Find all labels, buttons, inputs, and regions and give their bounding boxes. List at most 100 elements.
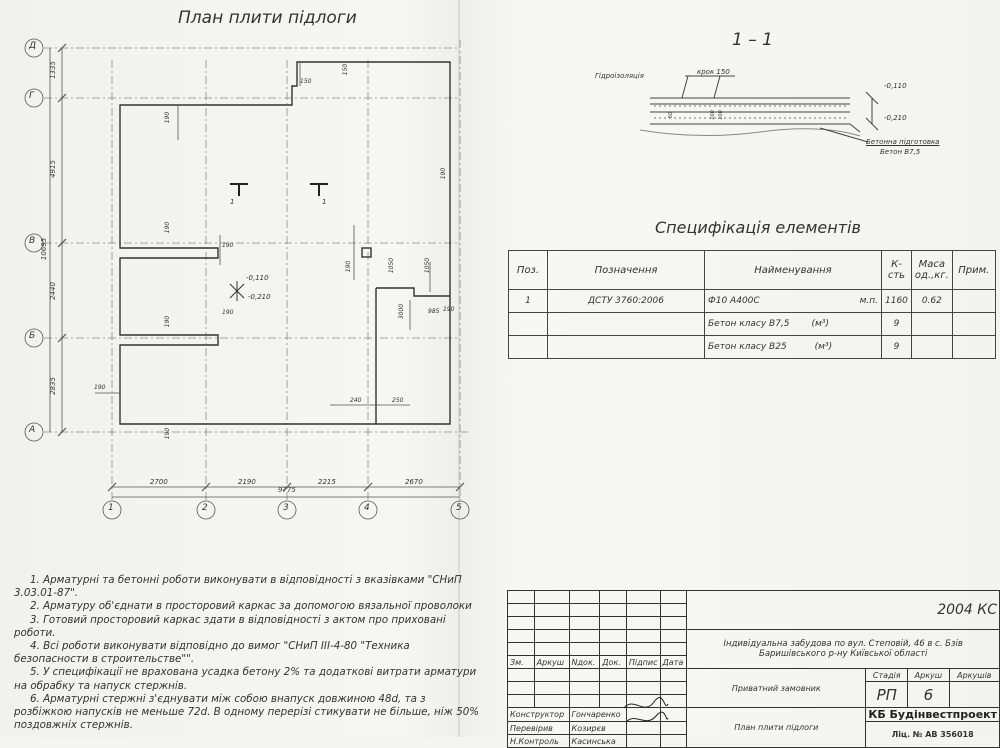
axis-label-3: 3 (283, 503, 289, 513)
spec-row: Бетон класу В25 (м³) 9 (508, 335, 996, 359)
spec-header-name: Найменування (704, 250, 882, 290)
section-mark-number: 1 (322, 198, 327, 206)
spec-name-text: Ф10 А400С (708, 296, 760, 306)
role-norm-control: Н.Контроль (507, 734, 570, 748)
spec-cell-qty: 9 (881, 312, 912, 336)
stage-header: Стадія (865, 668, 909, 682)
elevation-top: -0,110 (884, 82, 907, 90)
dim-inner: 1050 (424, 257, 432, 274)
spec-cell-pos (508, 335, 548, 359)
dim-inner: 190 (222, 242, 234, 249)
spec-cell-designation (547, 312, 705, 336)
sheets-value (948, 681, 1000, 708)
spec-name-text: Бетон класу В25 (708, 342, 787, 352)
axis-label-b: Б (29, 331, 36, 341)
dim-bottom-3: 2215 (318, 478, 336, 486)
dim-inner: 250 (392, 397, 404, 404)
elevation-2: -0,210 (248, 293, 271, 301)
change-header: Дата (659, 655, 688, 669)
organization-logo: КБ Будінвестпроект (865, 707, 1000, 722)
general-notes: 1. Арматурні та бетонні роботи виконуват… (14, 574, 484, 732)
sheets-header: Аркушів (948, 668, 1000, 682)
dim-inner: 190 (443, 306, 455, 313)
stage-value: РП (865, 681, 909, 708)
spec-cell-name: Бетон класу В25 (м³) (704, 335, 882, 359)
dim-vertical-3: 2440 (48, 282, 57, 300)
change-header: Док. (599, 655, 627, 669)
note-6: 6. Арматурні стержні з'єднувати між собо… (14, 692, 480, 732)
title-block: 2004 КС Індивідуальна забудова по вул. С… (507, 590, 1000, 748)
section-dim: 100 (717, 110, 724, 120)
spec-cell-note (951, 312, 996, 336)
axis-label-1: 1 (108, 503, 114, 513)
spec-cell-mass: 0.62 (910, 289, 953, 313)
change-header: Аркуш (533, 655, 570, 669)
spec-title: Специфікація елементів (655, 218, 861, 237)
customer: Приватний замовник (686, 668, 867, 708)
paper-fold (458, 0, 460, 737)
base-label: Бетонна підготовка (866, 138, 940, 146)
axis-label-4: 4 (364, 503, 370, 513)
note-1: 1. Арматурні та бетонні роботи виконуват… (14, 574, 462, 600)
dim-inner: 190 (440, 167, 448, 180)
spec-unit-text: (м³) (811, 319, 829, 329)
spec-unit-text: (м³) (814, 342, 833, 352)
elevation-bottom: -0,210 (884, 114, 907, 122)
spec-cell-pos: 1 (508, 289, 548, 313)
plan-title: План плити підлоги (178, 8, 357, 28)
dim-inner: 190 (164, 111, 172, 124)
dim-inner: 240 (350, 397, 362, 404)
dim-inner: 985 (428, 308, 440, 315)
signatures (623, 697, 669, 723)
dim-inner: 190 (94, 384, 106, 391)
dim-vertical-total: 10695 (40, 237, 49, 261)
section-dim: 100 (709, 110, 716, 120)
note-2: 2. Арматуру об'єднати в просторовий карк… (30, 600, 472, 613)
dim-inner: 3000 (398, 303, 406, 320)
axis-label-2: 2 (202, 503, 208, 513)
dim-vertical-4: 2835 (48, 377, 57, 395)
role-checker: Перевірив (507, 721, 570, 735)
drawing-name: План плити підлоги (686, 707, 867, 748)
sheet-value: 6 (907, 681, 950, 708)
change-header: Підпис (625, 655, 661, 669)
dim-bottom-2: 2190 (238, 478, 256, 486)
axis-label-d: Д (29, 41, 37, 51)
spec-cell-designation (547, 335, 705, 359)
spec-cell-note (951, 335, 996, 359)
step-label: крок 150 (697, 68, 730, 76)
dim-inner: 190 (222, 309, 234, 316)
spec-cell-designation: ДСТУ 3760:2006 (547, 289, 705, 313)
sheet-header: Аркуш (907, 668, 950, 682)
dim-bottom-1: 2700 (150, 478, 168, 486)
dim-inner: 1050 (388, 257, 396, 274)
spec-cell-mass (910, 312, 953, 336)
spec-cell-pos (508, 312, 548, 336)
axis-label-a: А (29, 425, 36, 435)
axis-label-g: Г (29, 91, 35, 101)
section-mark-number: 1 (230, 198, 235, 206)
name-checker: Козирєв (568, 721, 627, 735)
spec-unit-text: м.п. (859, 296, 878, 306)
axis-label-5: 5 (456, 503, 462, 513)
change-header: Зм. (507, 655, 535, 669)
name-designer: Гончаренко (568, 707, 627, 722)
dim-vertical-1: 1335 (48, 61, 57, 79)
dim-inner: 150 (342, 63, 350, 76)
waterproofing-label: Гідроізоляція (595, 72, 644, 80)
dim-inner: 190 (345, 260, 353, 273)
spec-header-designation: Позначення (547, 250, 705, 290)
note-3: 3. Готовий просторовий каркас здати в ві… (14, 613, 446, 639)
spec-header-mass: Маса од.,кг. (910, 250, 953, 290)
section-title: 1 – 1 (732, 30, 773, 50)
license-number: Ліц. № АВ 356018 (865, 721, 1000, 748)
note-5: 5. У специфікації не врахована усадка бе… (14, 666, 477, 692)
spec-cell-name: Бетон класу В7,5(м³) (704, 312, 882, 336)
spec-cell-qty: 9 (881, 335, 912, 359)
spec-header-row: Поз. Позначення Найменування К-сть Маса … (508, 250, 996, 290)
spec-cell-note (951, 289, 996, 313)
spec-header-pos: Поз. (508, 250, 548, 290)
